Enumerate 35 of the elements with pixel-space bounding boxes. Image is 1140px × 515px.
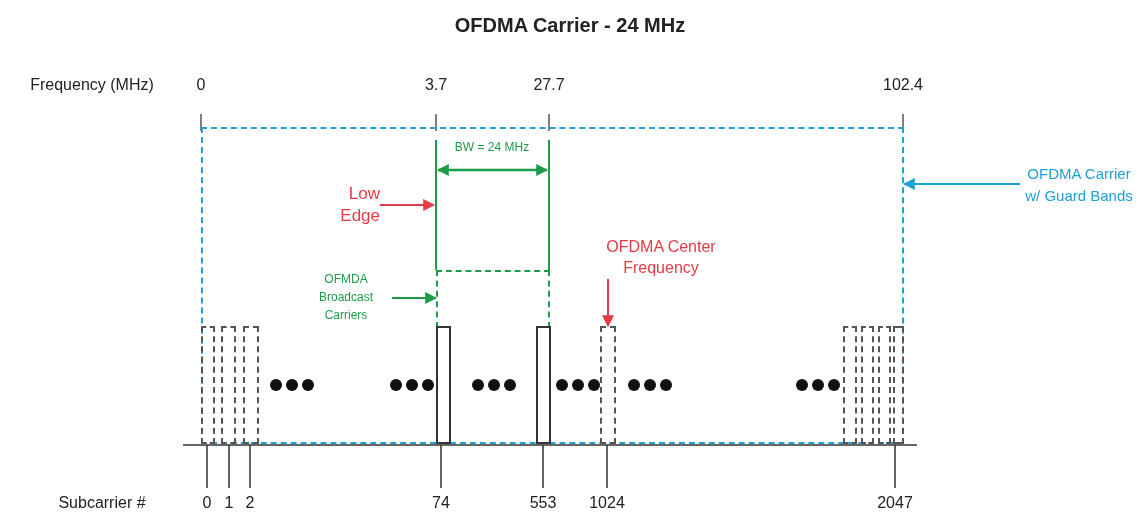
callout-text: Low Edge [318, 182, 380, 228]
broadcast-band-box [436, 270, 550, 328]
subcarrier-box [893, 326, 904, 444]
tick-label: 74 [432, 495, 450, 511]
arrow [391, 292, 438, 304]
subcarrier-box [843, 326, 857, 444]
tick-label: 3.7 [424, 77, 448, 93]
tick-label: 2 [245, 495, 255, 511]
axis-label: Subcarrier # [58, 495, 146, 511]
subcarrier-box [243, 326, 259, 444]
arrow [602, 278, 614, 328]
tick-label: 553 [529, 495, 557, 511]
tick-label: 0 [196, 77, 206, 93]
subcarrier-box [536, 326, 551, 444]
callout-text: OFDMA Carrier w/ Guard Bands [1020, 162, 1138, 208]
subcarrier-box [878, 326, 891, 444]
subcarrier-box [861, 326, 874, 444]
carrier-band-box [201, 127, 904, 444]
tick-label: 2047 [877, 495, 913, 511]
arrow [379, 199, 436, 211]
callout-text: OFMDA Broadcast Carriers [300, 268, 392, 326]
dimension-label: BW = 24 MHz [454, 141, 530, 153]
subcarrier-box [436, 326, 451, 444]
axis-label: Frequency (MHz) [30, 77, 154, 93]
tick-label: 27.7 [533, 77, 565, 93]
subcarrier-box [201, 326, 215, 444]
tick-label: 0 [202, 495, 212, 511]
tick-label: 102.4 [883, 77, 923, 93]
tick-label: 1024 [589, 495, 625, 511]
subcarrier-box [600, 326, 616, 444]
diagram-title: OFDMA Carrier - 24 MHz [454, 13, 686, 38]
subcarrier-box [221, 326, 236, 444]
callout-text: OFDMA Center Frequency [590, 235, 732, 279]
tick-label: 1 [224, 495, 234, 511]
arrow [902, 178, 1021, 190]
